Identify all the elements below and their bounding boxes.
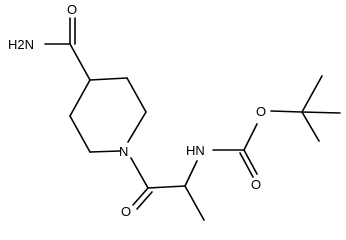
atom-label-ester-o: O xyxy=(256,104,266,119)
bond-ring-n-c6 xyxy=(89,150,121,153)
bond-alpha-c-nh xyxy=(184,160,198,187)
bond-tert-c-methyl-top xyxy=(301,75,323,113)
bond-amide-c-ring xyxy=(69,43,91,81)
atom-labels: H2N O N O HN O O xyxy=(8,2,266,219)
atom-label-ring-n: N xyxy=(119,144,128,159)
chemical-structure-diagram: H2N O N O HN O O xyxy=(8,2,341,221)
bond-ring-c5-c4 xyxy=(69,79,91,117)
structure-canvas: H2N O N O HN O O xyxy=(8,2,341,221)
bond-ring-c3-c2 xyxy=(126,77,147,113)
bond-carbamate-c-o-2 xyxy=(239,152,254,178)
bond-carbamate-c-o-1 xyxy=(243,149,258,175)
atom-label-ketone-o: O xyxy=(121,204,131,219)
bond-acyl-c-o-2 xyxy=(136,191,153,210)
bond-tert-c-methyl-down xyxy=(301,111,320,142)
bond-ring-c4-c3 xyxy=(89,77,128,81)
bond-tert-c-methyl-right xyxy=(301,111,341,114)
atom-label-carbonyl-o: O xyxy=(251,177,261,192)
bond-ring-c2-n xyxy=(127,111,147,143)
bond-ring-c6-c5 xyxy=(69,115,91,153)
bond-carbamate-c-ester-o xyxy=(243,123,258,151)
atom-label-carbamate-nh: HN xyxy=(186,143,205,158)
bond-alpha-c-methyl xyxy=(184,185,205,221)
bond-acyl-c-alpha-c xyxy=(147,185,186,189)
bonds xyxy=(44,17,341,221)
bond-n-acyl-c xyxy=(130,157,149,189)
bond-acyl-c-o-1 xyxy=(132,187,149,206)
atom-label-amide-o: O xyxy=(67,2,77,17)
atom-label-amide-nh2: H2N xyxy=(8,37,34,52)
bond-ester-o-tert-c xyxy=(270,110,303,113)
